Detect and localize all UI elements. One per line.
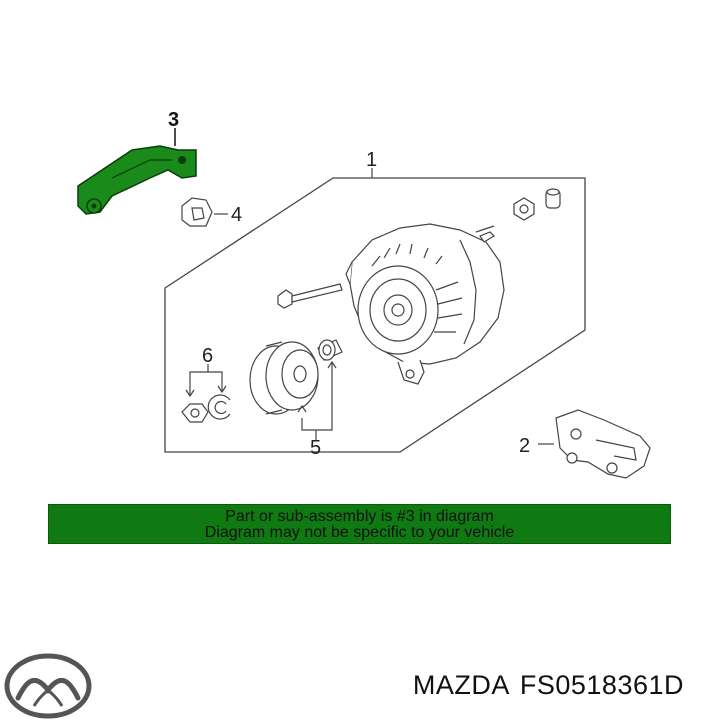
pulley (249, 341, 319, 415)
mounting-bolt (277, 283, 343, 309)
callout-4: 4 (231, 204, 242, 226)
callout-5-leader (297, 360, 337, 440)
hex-nut (181, 403, 209, 423)
callout-6-leader (185, 364, 227, 398)
callout-2: 2 (519, 435, 530, 457)
part-number: FS0518361D (519, 670, 684, 700)
spacer-sleeve (317, 339, 343, 361)
bracket-part-3[interactable] (77, 145, 197, 215)
nut-washer-top (513, 188, 561, 221)
info-banner: Part or sub-assembly is #3 in diagram Di… (48, 504, 671, 544)
assembly-outline (164, 177, 586, 453)
bracket-part-2[interactable] (555, 409, 651, 479)
alternator (345, 223, 505, 385)
callout-6: 6 (202, 345, 213, 367)
callout-3: 3 (168, 109, 179, 131)
callout-1: 1 (366, 149, 377, 171)
brand-name: MAZDA (412, 670, 510, 700)
parts-diagram: 1 3 4 (77, 109, 651, 479)
part-label: MAZDA FS0518361D (413, 670, 684, 701)
banner-line-2: Diagram may not be specific to your vehi… (204, 524, 515, 541)
banner-line-1: Part or sub-assembly is #3 in diagram (225, 508, 494, 525)
callout-5: 5 (310, 437, 321, 459)
mazda-logo-icon (4, 653, 92, 719)
clip-washer (207, 394, 231, 420)
bushing-part-4[interactable] (181, 197, 213, 227)
